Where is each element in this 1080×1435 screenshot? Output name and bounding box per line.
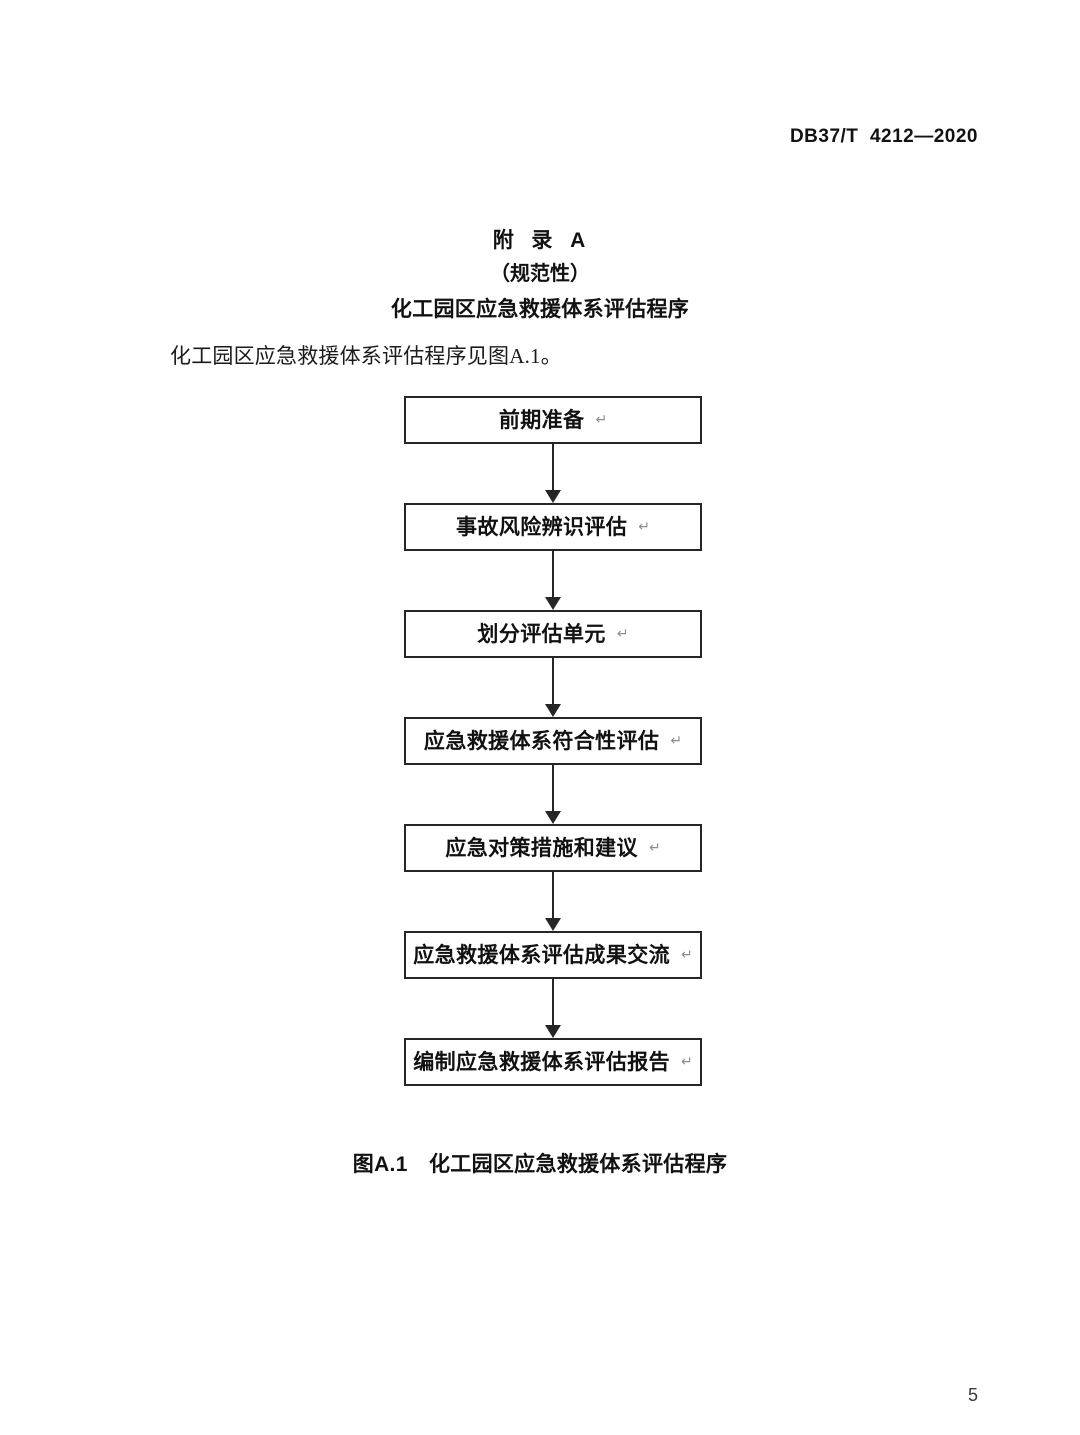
arrow-stem	[552, 765, 554, 814]
down-arrow-icon	[545, 1025, 561, 1038]
figure-caption: 图A.1 化工园区应急救援体系评估程序	[352, 1153, 728, 1176]
paragraph-mark-icon: ↵	[681, 1054, 693, 1070]
flow-node-label: 划分评估单元	[477, 622, 606, 646]
arrow-stem	[552, 444, 554, 493]
paragraph-mark-icon: ↵	[616, 626, 629, 642]
flow-node: 应急对策措施和建议 ↵	[404, 824, 702, 872]
flow-node-label: 应急对策措施和建议	[445, 836, 638, 860]
flow-arrow-connector	[404, 551, 702, 610]
down-arrow-icon	[545, 490, 561, 503]
page-number: 5	[967, 1385, 978, 1405]
down-arrow-icon	[545, 918, 561, 931]
flow-arrow-connector	[404, 872, 702, 931]
annex-title: 化工园区应急救援体系评估程序	[390, 298, 690, 321]
flow-node: 编制应急救援体系评估报告 ↵	[404, 1038, 702, 1086]
paragraph-mark-icon: ↵	[670, 733, 683, 749]
flow-node: 前期准备 ↵	[404, 396, 702, 444]
down-arrow-icon	[545, 597, 561, 610]
annex-label: 附 录 A	[492, 229, 588, 252]
down-arrow-icon	[545, 704, 561, 717]
intro-paragraph: 化工园区应急救援体系评估程序见图A.1。	[170, 344, 562, 368]
paragraph-mark-icon: ↵	[648, 840, 661, 856]
flow-node-label: 编制应急救援体系评估报告	[413, 1050, 671, 1074]
arrow-stem	[552, 979, 554, 1028]
paragraph-mark-icon: ↵	[681, 947, 693, 963]
running-header-standard-number: DB37/T 4212—2020	[789, 126, 978, 147]
annex-heading-block: 附 录 A （规范性） 化工园区应急救援体系评估程序	[0, 226, 1080, 326]
flow-arrow-connector	[404, 444, 702, 503]
flow-node-label: 应急救援体系符合性评估	[423, 729, 660, 753]
paragraph-mark-icon: ↵	[595, 412, 608, 428]
arrow-stem	[552, 551, 554, 600]
flow-node: 应急救援体系符合性评估 ↵	[404, 717, 702, 765]
flow-node: 应急救援体系评估成果交流 ↵	[404, 931, 702, 979]
evaluation-procedure-flowchart: 前期准备 ↵ 事故风险辨识评估 ↵ 划分评估单元 ↵ 应急救援体系符合性评估	[404, 396, 702, 1086]
flow-node-label: 前期准备	[498, 408, 585, 432]
flow-node: 事故风险辨识评估 ↵	[404, 503, 702, 551]
paragraph-mark-icon: ↵	[638, 519, 650, 535]
flow-arrow-connector	[404, 658, 702, 717]
flow-arrow-connector	[404, 979, 702, 1038]
arrow-stem	[552, 658, 554, 707]
annex-kind: （规范性）	[490, 263, 590, 285]
arrow-stem	[552, 872, 554, 921]
flow-node: 划分评估单元 ↵	[404, 610, 702, 658]
flow-node-label: 事故风险辨识评估	[456, 515, 628, 539]
flow-arrow-connector	[404, 765, 702, 824]
flow-node-label: 应急救援体系评估成果交流	[413, 943, 671, 967]
down-arrow-icon	[545, 811, 561, 824]
